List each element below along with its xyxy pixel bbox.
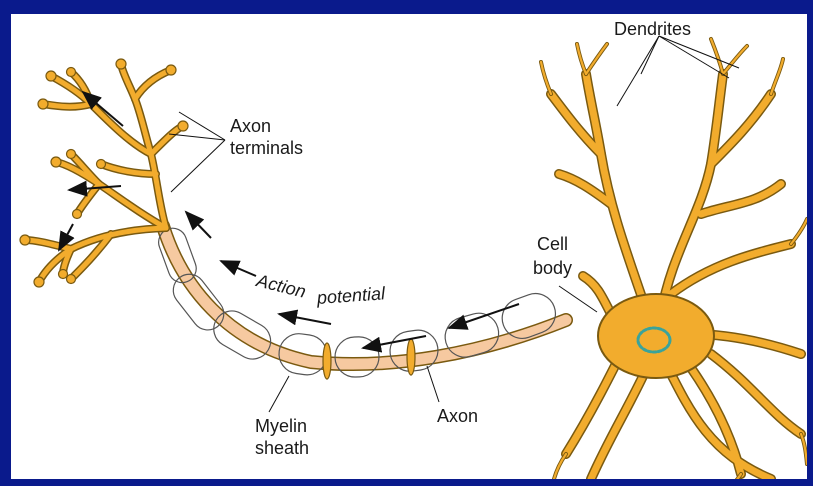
diagram-panel: Dendrites Axon terminals Cell body Actio… <box>11 14 807 479</box>
label-myelin-sheath-line2: sheath <box>255 438 309 458</box>
label-cell-body-line2: body <box>533 258 572 278</box>
frame-border-right <box>807 0 813 486</box>
label-axon-terminals-line2: terminals <box>230 138 303 158</box>
frame-border-bottom <box>0 479 813 486</box>
frame-border-top <box>0 0 813 14</box>
label-axon: Axon <box>437 406 478 426</box>
neuron-diagram <box>11 14 807 479</box>
action-potential-arrows <box>59 92 519 348</box>
label-dendrites: Dendrites <box>614 19 691 39</box>
label-myelin-sheath-line1: Myelin <box>255 416 307 436</box>
label-cell-body-line1: Cell <box>537 234 568 254</box>
cell-body <box>541 39 807 479</box>
frame-border-left <box>0 0 11 486</box>
label-axon-terminals-line1: Axon <box>230 116 271 136</box>
axon-terminals <box>20 59 188 287</box>
